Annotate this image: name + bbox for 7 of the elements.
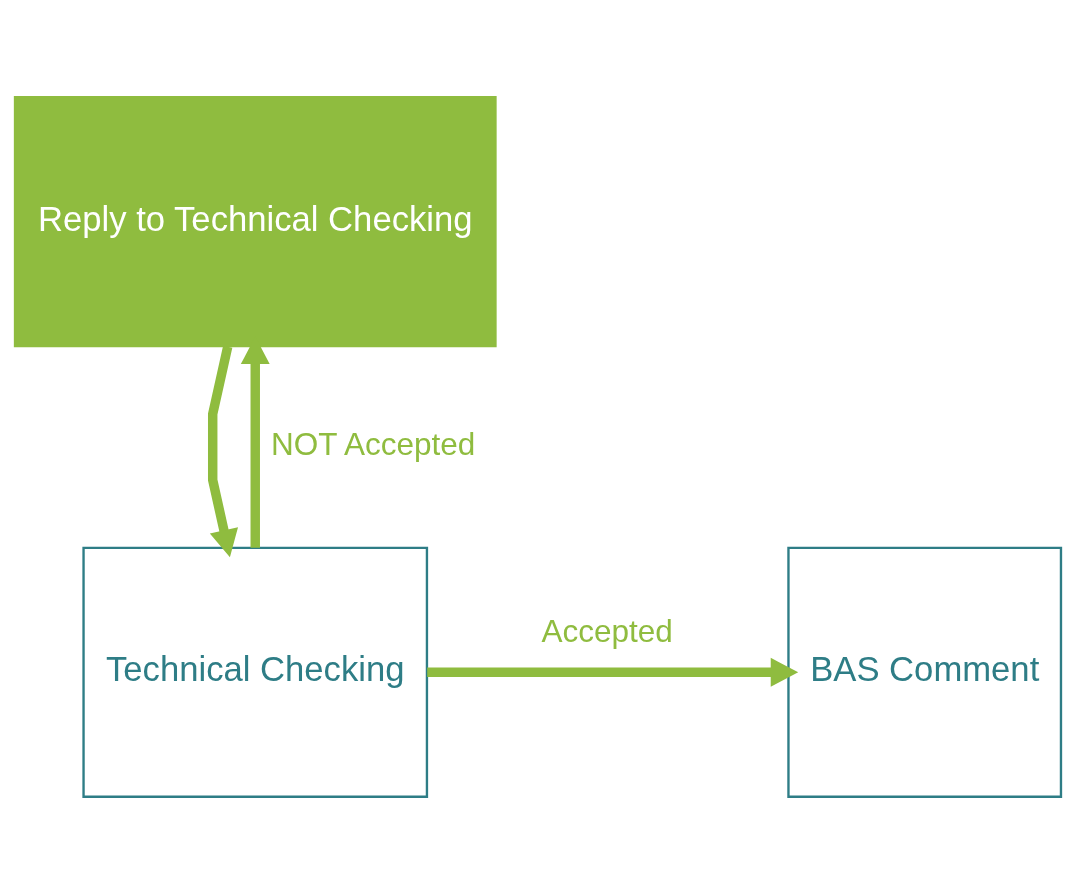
arrow — [427, 657, 799, 687]
edge-label: NOT Accepted — [271, 425, 476, 462]
edge-label: Accepted — [541, 613, 673, 650]
node-box: BAS Comment — [787, 546, 1063, 798]
node-box: Technical Checking — [82, 546, 429, 798]
arrow — [208, 345, 239, 558]
node-box: Reply to Technical Checking — [13, 96, 497, 348]
